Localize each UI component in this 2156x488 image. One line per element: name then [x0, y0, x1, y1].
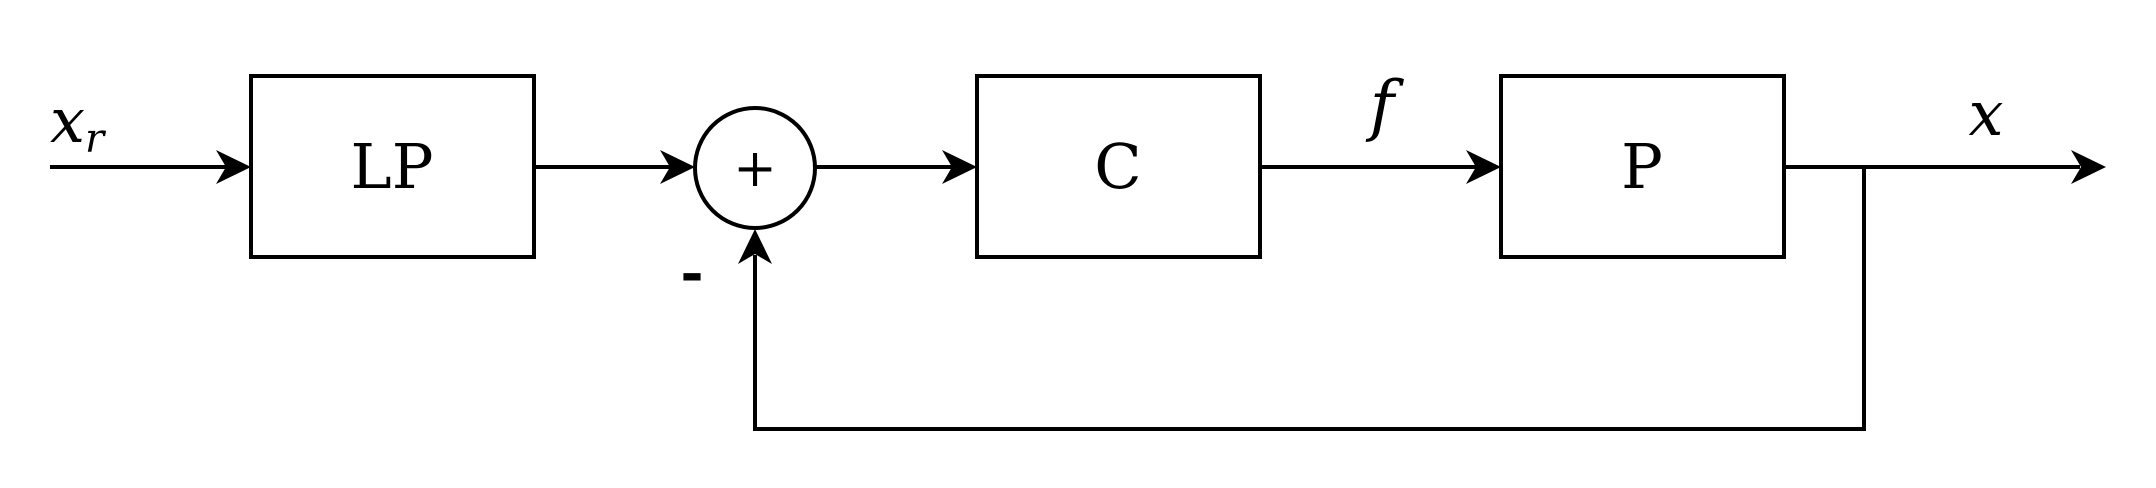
feedback-arrowhead	[738, 229, 772, 264]
output-signal-label: x	[1969, 77, 2004, 150]
plant-label: P	[1621, 130, 1663, 203]
summing-junction-symbol: +	[733, 139, 777, 199]
sum-to-controller-arrowhead	[942, 150, 977, 184]
input-signal-symbol: x	[50, 84, 85, 157]
feedback-wire	[753, 167, 1866, 431]
controller-block	[975, 74, 1262, 259]
feedback-sign: -	[680, 240, 703, 306]
input-arrowhead	[216, 150, 251, 184]
controller-label: C	[1094, 130, 1141, 203]
controller-to-plant-arrowhead	[1466, 150, 1501, 184]
input-signal-subscript: r	[85, 116, 107, 162]
input-signal-label: xr	[50, 84, 107, 162]
control-signal-label: f	[1365, 67, 1405, 144]
lowpass-to-sum-arrowhead	[660, 150, 695, 184]
output-arrowhead	[2071, 150, 2106, 184]
lowpass-label: LP	[351, 130, 434, 203]
lowpass-block	[249, 74, 536, 259]
